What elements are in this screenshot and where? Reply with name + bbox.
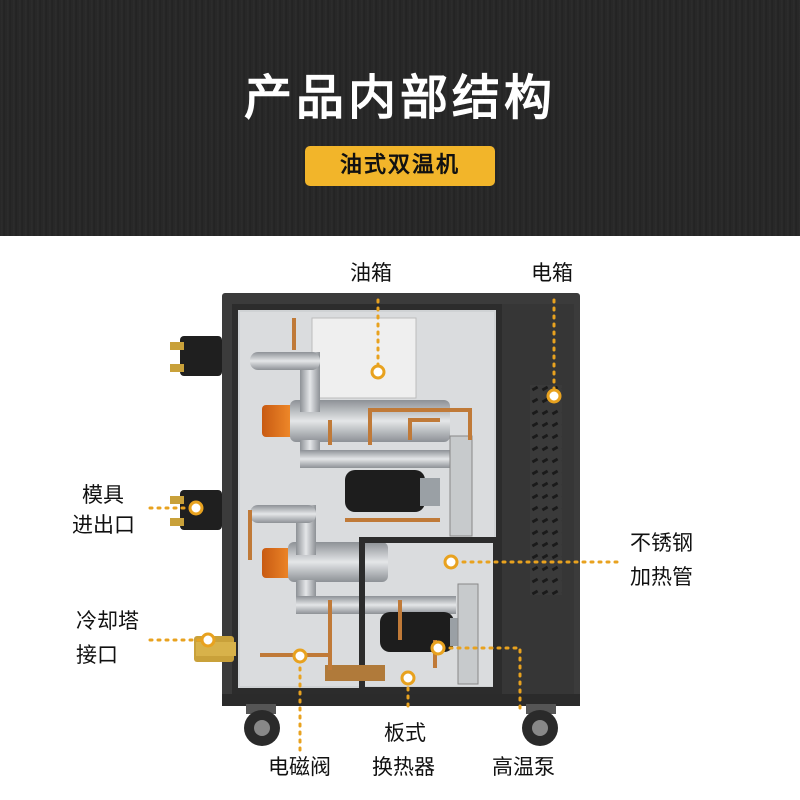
plate-exchanger [325,665,385,681]
lower-exchanger [457,583,479,685]
page-title: 产品内部结构 [243,70,556,126]
product-badge: 油式双温机 [305,146,495,186]
label-cooling-tower-2: 接口 [76,643,118,667]
label-stainless-2: 加热管 [630,565,693,589]
machine-illustration [148,293,622,752]
label-plate-1: 板式 [384,721,426,745]
header-banner: 产品内部结构 油式双温机 [0,0,800,236]
oil-tank-shape [311,317,417,399]
label-high-temp-pump: 高温泵 [492,755,555,779]
mold-port-upper [170,336,222,376]
callout-lines [148,298,622,752]
caster-right [522,704,558,746]
label-oil-tank: 油箱 [350,261,392,285]
label-solenoid-valve: 电磁阀 [268,755,331,779]
label-stainless-1: 不锈钢 [630,531,693,555]
label-mold-port-2: 进出口 [72,513,135,537]
caster-left [244,704,280,746]
label-cooling-tower-1: 冷却塔 [76,609,139,633]
label-mold-port-1: 模具 [82,483,124,507]
upper-pump [345,470,440,512]
label-plate-2: 换热器 [372,755,435,779]
lower-heater [250,505,456,614]
label-electric-box: 电箱 [531,261,573,285]
copper-tubing [248,318,472,670]
callout-markers [188,364,562,686]
lower-pump [380,612,468,652]
upper-exchanger [449,435,473,537]
